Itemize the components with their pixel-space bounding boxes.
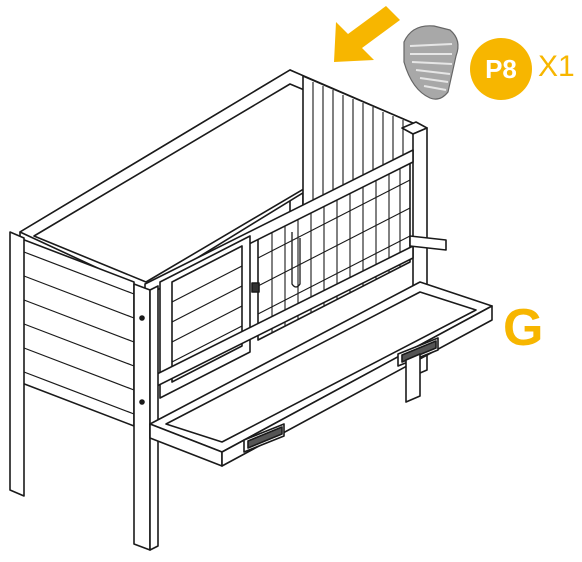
step-label: G [503, 299, 544, 357]
arrow-icon [334, 6, 400, 62]
cage-hook [291, 232, 301, 288]
door-latch [251, 282, 260, 293]
back-left-leg [9, 231, 25, 497]
wood-door-planks [171, 265, 243, 363]
front-left-leg [133, 283, 151, 551]
tray-inner [165, 291, 477, 443]
front-left-leg-side [149, 285, 159, 551]
tray-handle-left [243, 423, 285, 453]
cage-door-wire [257, 157, 411, 333]
left-side-planks [23, 251, 135, 415]
tray-right-ledge [409, 235, 447, 251]
handle-part-icon [403, 25, 459, 100]
bolt-lower [139, 399, 145, 405]
part-number-badge: P8 [470, 38, 532, 100]
front-right-leg [405, 353, 421, 403]
part-quantity: X1 [538, 50, 575, 83]
bolt-upper [139, 315, 145, 321]
